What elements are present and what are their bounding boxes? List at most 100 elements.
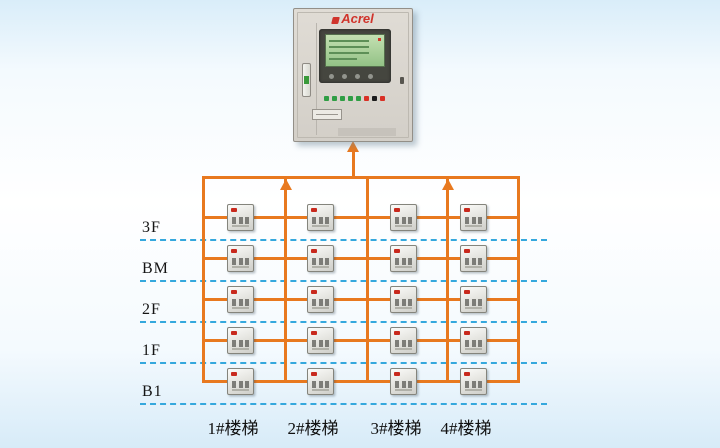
vertical-bus-line bbox=[202, 176, 205, 383]
stair-label-4: 4#楼梯 bbox=[440, 419, 492, 438]
row-bus-line bbox=[202, 257, 520, 260]
stair-label-3: 3#楼梯 bbox=[370, 419, 422, 438]
module-markings bbox=[465, 381, 482, 388]
vertical-bus-line bbox=[517, 176, 520, 383]
floor-label-3f: 3F bbox=[142, 219, 161, 236]
cabinet-led-icon bbox=[348, 96, 353, 101]
screen-alarm-dot bbox=[378, 38, 381, 41]
module-alarm-led bbox=[231, 331, 237, 335]
monitoring-module-r1-c4 bbox=[460, 204, 487, 231]
screen-buttons[interactable] bbox=[329, 74, 373, 79]
module-terminal-slot bbox=[232, 307, 249, 309]
module-alarm-led bbox=[394, 249, 400, 253]
module-markings bbox=[465, 299, 482, 306]
module-terminal-slot bbox=[465, 225, 482, 227]
screen-text-row bbox=[329, 58, 357, 60]
brand-text: Acrel bbox=[341, 11, 374, 26]
screen-button[interactable] bbox=[329, 74, 334, 79]
row-bus-line bbox=[202, 380, 520, 383]
row-bus-line bbox=[202, 216, 520, 219]
cabinet-led-icon bbox=[380, 96, 385, 101]
monitoring-module-r1-c3 bbox=[390, 204, 417, 231]
module-markings bbox=[395, 340, 412, 347]
module-markings bbox=[395, 258, 412, 265]
module-terminal-slot bbox=[312, 389, 329, 391]
module-alarm-led bbox=[311, 290, 317, 294]
cabinet-drop-line bbox=[352, 152, 355, 179]
module-markings bbox=[395, 217, 412, 224]
screen-button[interactable] bbox=[368, 74, 373, 79]
module-terminal-slot bbox=[465, 307, 482, 309]
floor-label-bm: BM bbox=[142, 260, 169, 277]
module-terminal-slot bbox=[232, 225, 249, 227]
stair-label-2: 2#楼梯 bbox=[287, 419, 339, 438]
module-terminal-slot bbox=[395, 266, 412, 268]
module-alarm-led bbox=[311, 249, 317, 253]
monitoring-module-r4-c4 bbox=[460, 327, 487, 354]
module-terminal-slot bbox=[312, 307, 329, 309]
cabinet-led-icon bbox=[340, 96, 345, 101]
monitoring-module-r2-c2 bbox=[307, 245, 334, 272]
module-terminal-slot bbox=[465, 266, 482, 268]
vertical-bus-line bbox=[446, 176, 449, 383]
floor-label-b1: B1 bbox=[142, 383, 163, 400]
monitoring-module-r4-c2 bbox=[307, 327, 334, 354]
cabinet-led-icon bbox=[364, 96, 369, 101]
module-alarm-led bbox=[231, 372, 237, 376]
module-markings bbox=[232, 381, 249, 388]
module-alarm-led bbox=[311, 331, 317, 335]
screen-text-row bbox=[329, 46, 369, 48]
module-alarm-led bbox=[231, 249, 237, 253]
monitoring-module-r2-c4 bbox=[460, 245, 487, 272]
monitoring-module-r1-c2 bbox=[307, 204, 334, 231]
screen-text-row bbox=[329, 40, 369, 42]
cabinet-door-seam bbox=[316, 23, 317, 135]
monitoring-module-r5-c1 bbox=[227, 368, 254, 395]
monitoring-module-r4-c1 bbox=[227, 327, 254, 354]
module-terminal-slot bbox=[395, 307, 412, 309]
monitoring-module-r2-c1 bbox=[227, 245, 254, 272]
cabinet-led-icon bbox=[324, 96, 329, 101]
floor-label-1f: 1F bbox=[142, 342, 161, 359]
monitoring-module-r3-c2 bbox=[307, 286, 334, 313]
module-markings bbox=[312, 217, 329, 224]
door-lock[interactable] bbox=[400, 77, 404, 84]
flow-arrow-icon bbox=[280, 179, 292, 190]
fuse-element bbox=[304, 76, 309, 84]
floor-dashed-line bbox=[140, 280, 547, 282]
module-markings bbox=[312, 340, 329, 347]
module-alarm-led bbox=[464, 290, 470, 294]
row-bus-line bbox=[202, 298, 520, 301]
stair-label-1: 1#楼梯 bbox=[207, 419, 259, 438]
cabinet-led-icon bbox=[356, 96, 361, 101]
screen-text-row bbox=[329, 52, 369, 54]
floor-dashed-line bbox=[140, 403, 547, 405]
cabinet-panel bbox=[297, 12, 409, 138]
screen-button[interactable] bbox=[342, 74, 347, 79]
module-terminal-slot bbox=[232, 389, 249, 391]
nameplate-label bbox=[338, 128, 396, 136]
fuse-tube bbox=[302, 63, 311, 97]
screen-button[interactable] bbox=[355, 74, 360, 79]
floor-label-2f: 2F bbox=[142, 301, 161, 318]
monitoring-module-r4-c3 bbox=[390, 327, 417, 354]
module-markings bbox=[395, 381, 412, 388]
module-terminal-slot bbox=[395, 225, 412, 227]
floor-dashed-line bbox=[140, 362, 547, 364]
module-alarm-led bbox=[311, 208, 317, 212]
module-markings bbox=[395, 299, 412, 306]
acrel-logo-icon bbox=[331, 17, 341, 24]
monitoring-module-r2-c3 bbox=[390, 245, 417, 272]
module-alarm-led bbox=[231, 208, 237, 212]
monitoring-cabinet: Acrel bbox=[293, 8, 413, 142]
monitoring-module-r5-c3 bbox=[390, 368, 417, 395]
lcd-screen-frame bbox=[319, 29, 391, 83]
module-terminal-slot bbox=[312, 225, 329, 227]
module-alarm-led bbox=[394, 290, 400, 294]
monitoring-module-r1-c1 bbox=[227, 204, 254, 231]
acrel-logo: Acrel bbox=[294, 11, 412, 26]
floor-dashed-line bbox=[140, 321, 547, 323]
